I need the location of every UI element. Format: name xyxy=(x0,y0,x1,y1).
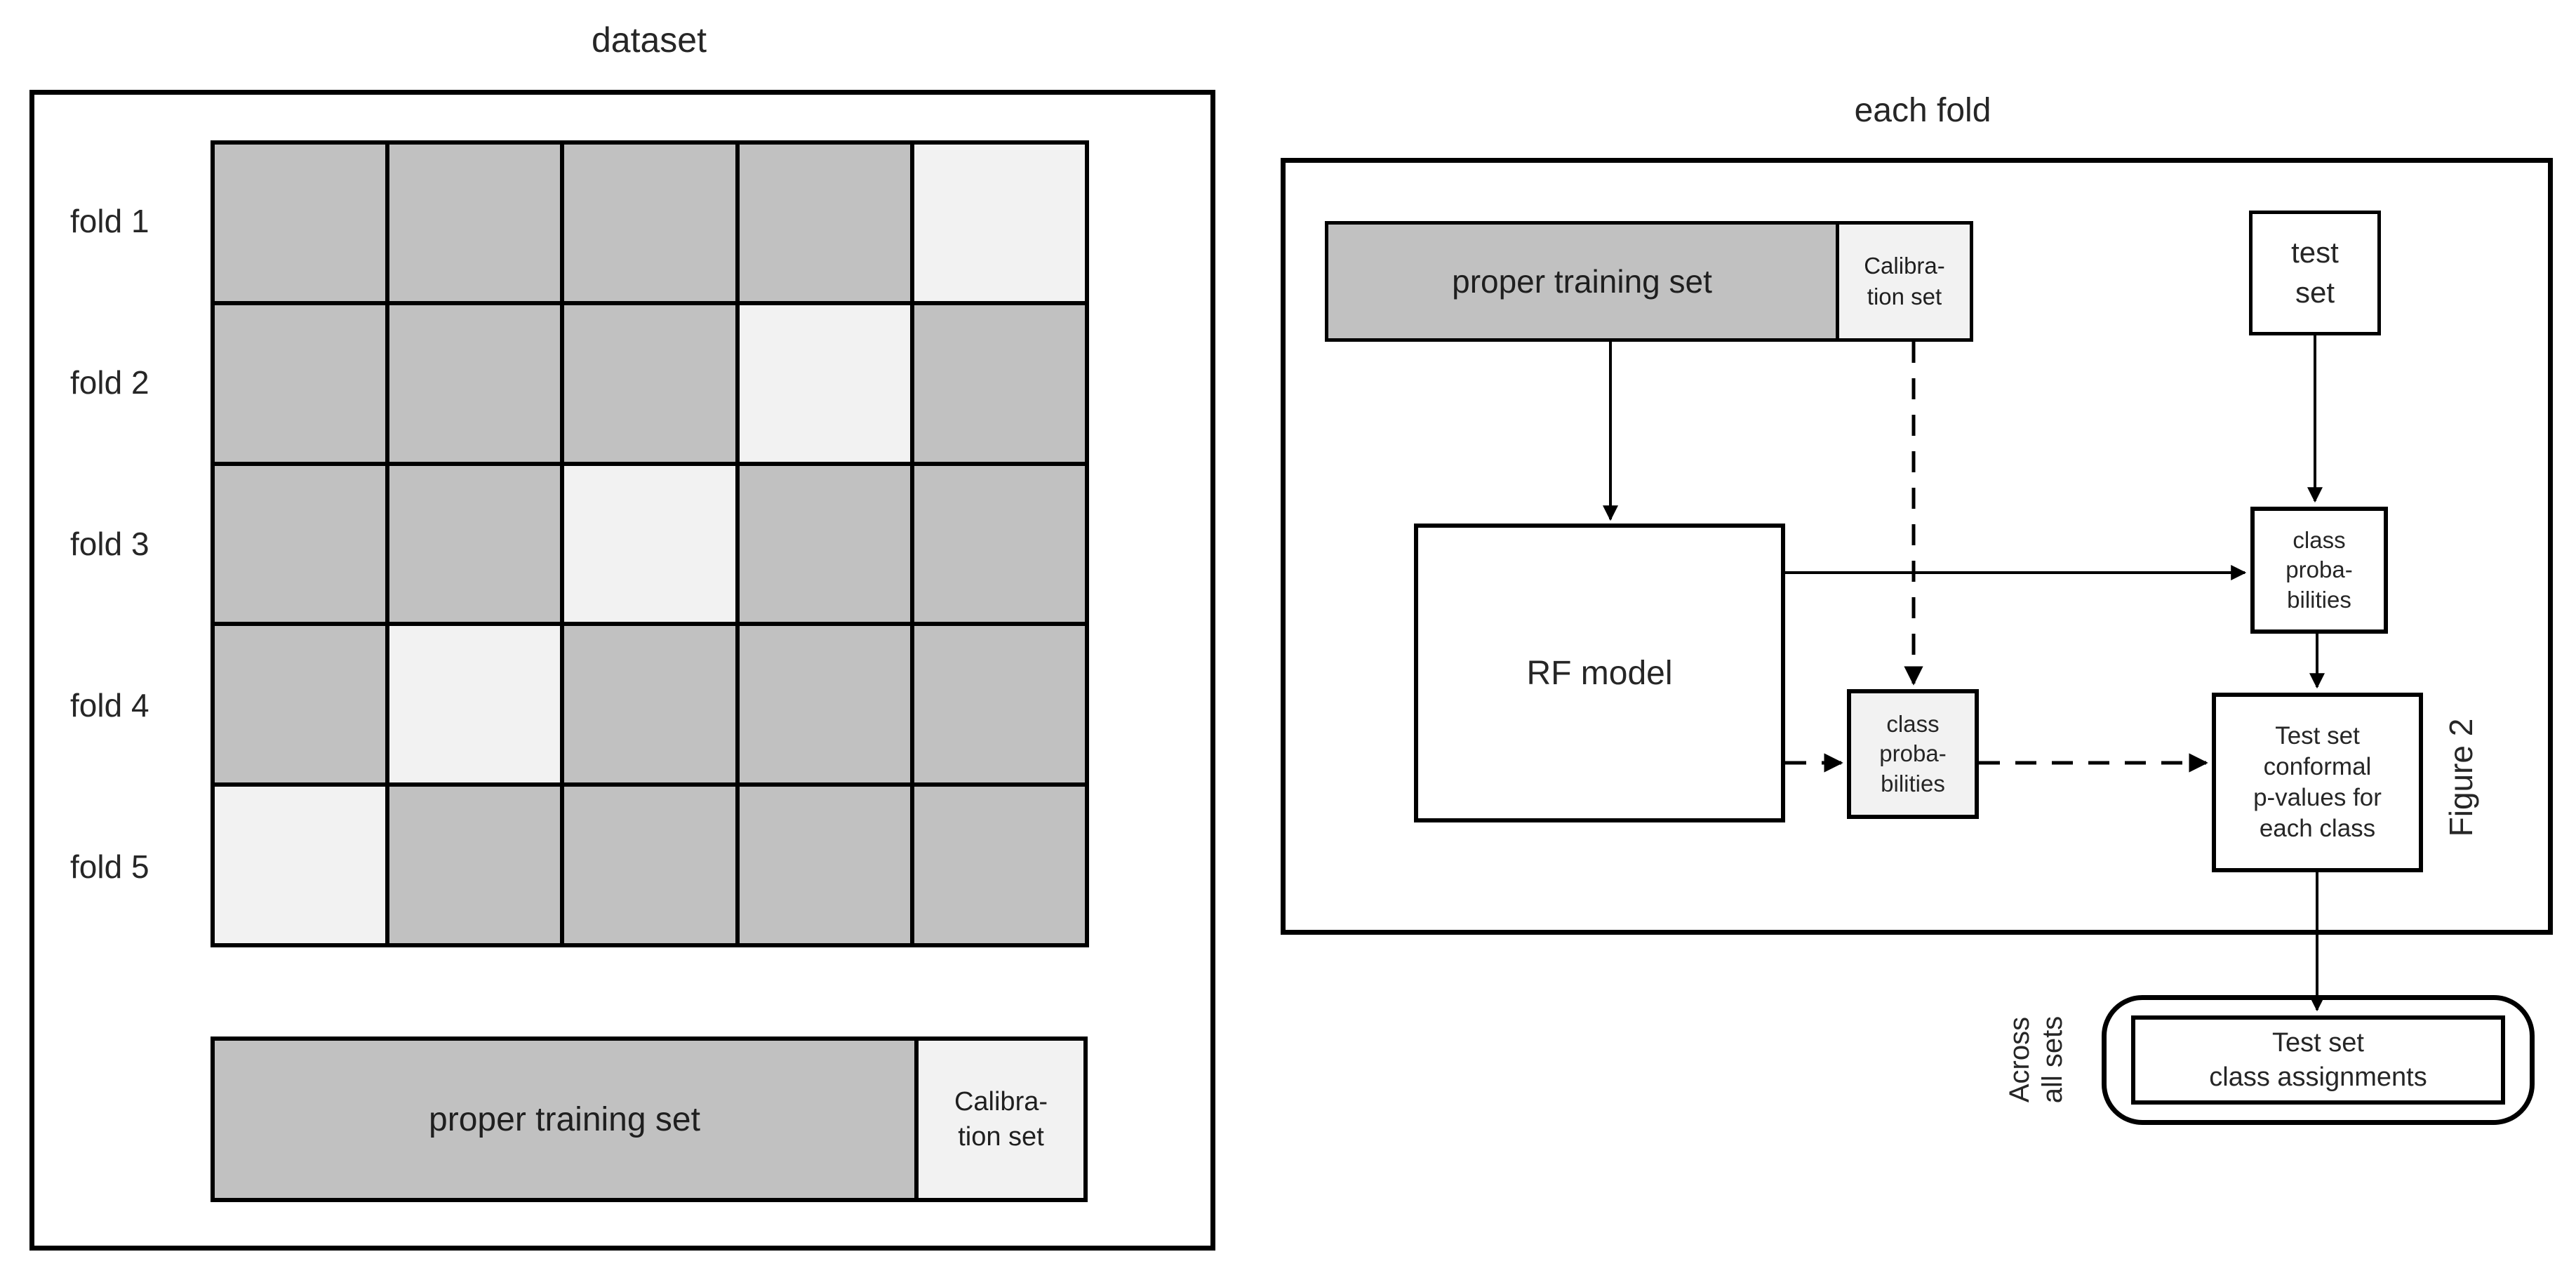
grid-cell-training xyxy=(564,145,735,301)
test-probs-line1: class xyxy=(2293,527,2346,554)
test-probs-line2: proba- xyxy=(2285,556,2353,583)
class-assignments-box: Test set class assignments xyxy=(2131,1015,2505,1105)
grid-cell-training xyxy=(389,305,561,462)
grid-cell-calibration xyxy=(739,305,910,462)
across-line2: all sets xyxy=(2037,1015,2068,1104)
rf-model-box: RF model xyxy=(1414,524,1785,822)
grid-cell-training xyxy=(914,465,1085,622)
proper-training-set-segment: proper training set xyxy=(215,1041,914,1198)
test-class-probabilities-box: class proba- bilities xyxy=(2250,507,2388,634)
grid-cell-training xyxy=(215,305,386,462)
grid-cell-training xyxy=(564,305,735,462)
calibration-set-label-line1: Calibra- xyxy=(954,1086,1048,1117)
fold-split-bar: proper training set Calibra- tion set xyxy=(1325,221,1973,342)
proper-training-set-label: proper training set xyxy=(429,1100,700,1138)
calib-probs-line2: proba- xyxy=(1879,740,1947,767)
assignments-line1: Test set xyxy=(2272,1027,2364,1058)
grid-cell-calibration xyxy=(564,465,735,622)
grid-cell-training xyxy=(739,465,910,622)
grid-cell-training xyxy=(564,626,735,783)
calib-probs-line3: bilities xyxy=(1881,770,1945,797)
rf-model-label: RF model xyxy=(1526,654,1673,692)
conformal-p-values-box: Test set conformal p-values for each cla… xyxy=(2212,693,2423,872)
conformal-line4: each class xyxy=(2259,815,2376,843)
grid-cell-training xyxy=(215,465,386,622)
test-set-line2: set xyxy=(2295,276,2335,309)
dataset-split-bar: proper training set Calibra- tion set xyxy=(211,1037,1088,1202)
fold-5-label: fold 5 xyxy=(70,848,149,885)
test-set-line1: test xyxy=(2291,236,2339,269)
fold-2-label: fold 2 xyxy=(70,364,149,401)
conformal-line1: Test set xyxy=(2275,721,2360,749)
grid-cell-calibration xyxy=(389,626,561,783)
grid-cell-calibration xyxy=(215,787,386,943)
calib-probs-line1: class xyxy=(1886,711,1940,738)
grid-cell-training xyxy=(389,145,561,301)
grid-cell-training xyxy=(739,626,910,783)
assignments-line2: class assignments xyxy=(2209,1062,2427,1092)
grid-cell-training xyxy=(914,305,1085,462)
grid-cell-training xyxy=(914,787,1085,943)
test-set-box: test set xyxy=(2249,211,2381,335)
fold-grid xyxy=(211,140,1089,947)
conformal-line3: p-values for xyxy=(2253,784,2382,811)
calibration-class-probabilities-box: class proba- bilities xyxy=(1847,689,1979,819)
each-fold-title: each fold xyxy=(1854,92,1991,129)
calibration-set-segment: Calibra- tion set xyxy=(914,1041,1083,1198)
grid-cell-training xyxy=(739,787,910,943)
fold-proper-training-label: proper training set xyxy=(1452,263,1712,300)
grid-cell-training xyxy=(215,626,386,783)
across-all-sets-label: Across all sets xyxy=(1998,982,2075,1137)
fold-4-label: fold 4 xyxy=(70,687,149,724)
figure-2-text: Figure 2 xyxy=(2443,718,2479,837)
grid-cell-training xyxy=(739,145,910,301)
dataset-title: dataset xyxy=(591,20,707,60)
test-probs-line3: bilities xyxy=(2287,586,2351,613)
grid-cell-training xyxy=(914,626,1085,783)
grid-cell-training xyxy=(389,787,561,943)
conformal-line2: conformal xyxy=(2263,752,2372,780)
fold-calibration-label-line1: Calibra- xyxy=(1864,253,1945,279)
grid-cell-calibration xyxy=(914,145,1085,301)
fold-3-label: fold 3 xyxy=(70,526,149,562)
fold-proper-training-segment: proper training set xyxy=(1328,225,1836,338)
figure-2-caption: Figure 2 xyxy=(2440,693,2482,862)
fold-calibration-segment: Calibra- tion set xyxy=(1836,225,1970,338)
calibration-set-label-line2: tion set xyxy=(958,1122,1044,1152)
grid-cell-training xyxy=(215,145,386,301)
fold-1-label: fold 1 xyxy=(70,203,149,239)
grid-cell-training xyxy=(389,465,561,622)
across-line1: Across xyxy=(2003,1016,2035,1103)
grid-cell-training xyxy=(564,787,735,943)
fold-calibration-label-line2: tion set xyxy=(1867,284,1942,309)
